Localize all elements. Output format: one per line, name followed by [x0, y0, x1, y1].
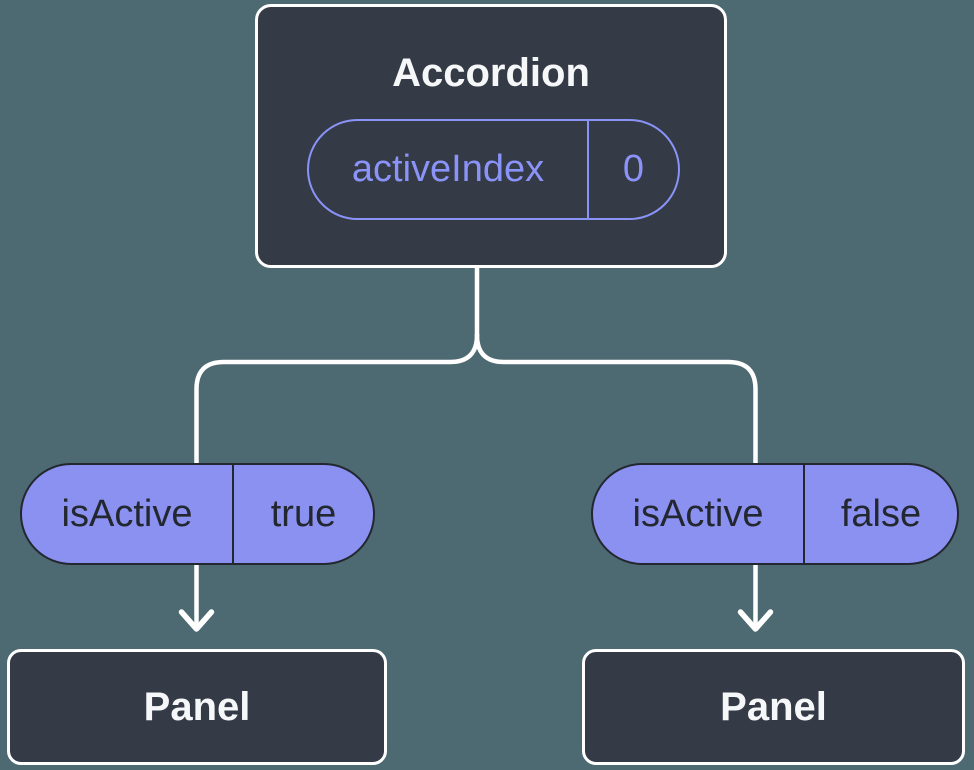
accordion-node-title: Accordion — [392, 51, 590, 95]
panel-node-right: Panel — [582, 649, 965, 765]
panel-node-left: Panel — [7, 649, 387, 765]
prop-name-label: isActive — [61, 492, 193, 535]
arrowhead-right-icon — [737, 609, 774, 632]
connector-left-branch — [194, 332, 480, 626]
accordion-node: Accordion activeIndex 0 — [255, 4, 727, 268]
activeindex-prop-pill: activeIndex 0 — [307, 119, 680, 220]
isactive-false-pill: isActive false — [591, 463, 959, 565]
panel-node-title: Panel — [720, 684, 827, 729]
prop-name-label: activeIndex — [351, 148, 545, 190]
arrowhead-left-icon — [178, 609, 215, 632]
prop-name-label: isActive — [632, 492, 764, 535]
isactive-true-pill: isActive true — [20, 463, 375, 565]
panel-node-title: Panel — [143, 684, 251, 729]
prop-value-label: 0 — [587, 121, 678, 218]
prop-value-label: true — [232, 465, 373, 563]
connector-right-branch — [474, 332, 758, 626]
prop-value-label: false — [803, 465, 957, 563]
